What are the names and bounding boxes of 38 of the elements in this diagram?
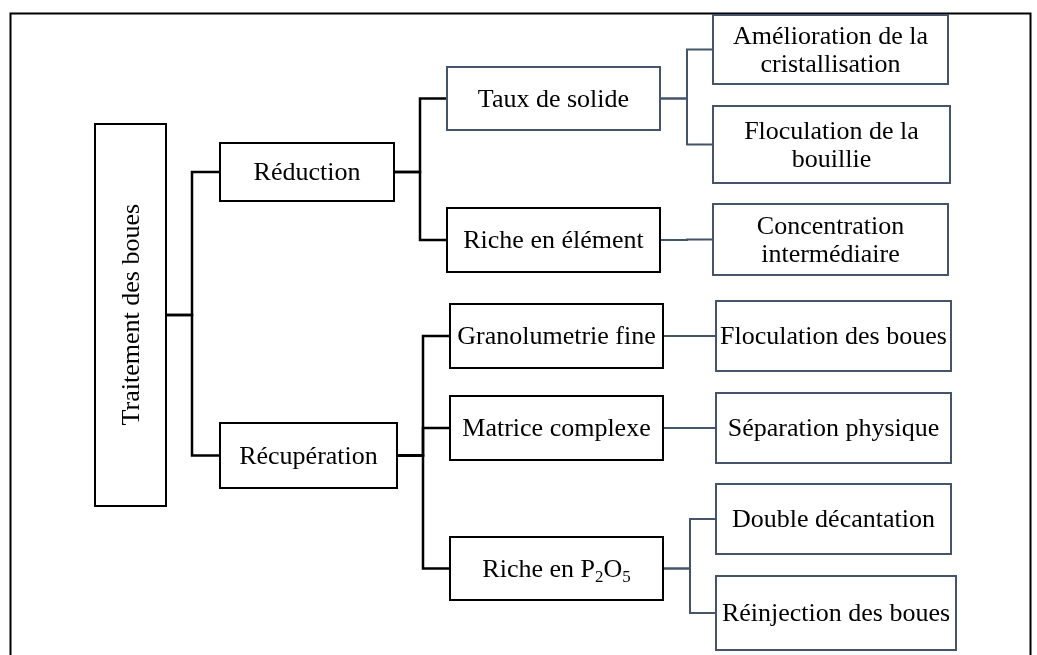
process-box [94, 123, 167, 507]
process-box [712, 203, 949, 276]
box-label: Riche en P$_{2}$O$_{5}$ [482, 554, 631, 583]
connector-line [663, 567, 716, 614]
box-label: Taux de solide [477, 84, 630, 113]
process-box [446, 207, 661, 273]
process-box [715, 392, 952, 464]
process-box [715, 300, 952, 372]
process-box [219, 422, 398, 489]
box-label: Granolumetrie fine [457, 322, 656, 350]
process-box [446, 66, 661, 131]
connector-line [660, 238, 713, 241]
process-box [449, 536, 664, 601]
box-label: Floculation de la bouillie [743, 117, 920, 172]
box-label: Récupération [239, 441, 378, 470]
box-label: Réduction [253, 158, 361, 186]
connector-line [663, 427, 716, 429]
process-box [219, 142, 395, 202]
process-box [715, 483, 952, 555]
box-label: Traitement des boues [116, 204, 145, 426]
box-label: Floculation des boues [720, 322, 947, 350]
connector-line [167, 313, 219, 457]
box-label: Séparation physique [727, 414, 940, 442]
connector-line [395, 170, 446, 242]
box-label: Amélioration de la cristallisation [732, 22, 929, 77]
box-label: Réinjection des boues [721, 599, 951, 627]
process-box [712, 105, 951, 184]
process-box [449, 303, 664, 369]
connector-line [663, 335, 716, 337]
process-box [712, 14, 949, 85]
box-label: Riche en élément [463, 226, 644, 254]
box-label: Concentration intermédiaire [755, 212, 906, 267]
connector-line [660, 97, 713, 146]
connector-line [398, 454, 449, 570]
box-label: Double décantation [732, 505, 935, 533]
process-box [715, 575, 957, 651]
process-box [449, 395, 664, 461]
box-label: Matrice complexe [462, 414, 651, 442]
